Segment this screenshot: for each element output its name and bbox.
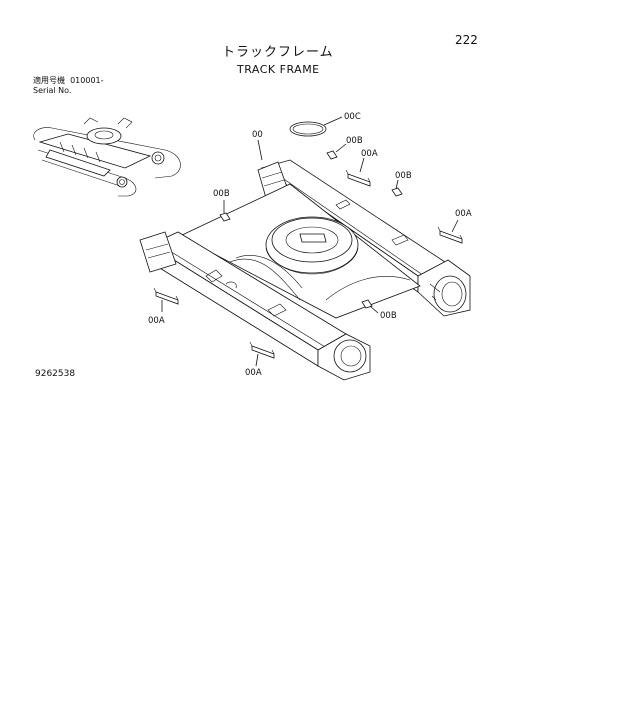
- drawing-number: 9262538: [35, 369, 76, 379]
- callout-plate-b-right: 00B: [395, 171, 412, 181]
- bracket-00a-right: [437, 226, 463, 244]
- callout-ring: 00C: [344, 112, 361, 122]
- serial-applicability: 適用号機 010001-: [33, 77, 104, 85]
- serial-label-jp: 適用号機: [33, 76, 65, 85]
- bracket-00a-bottom: [249, 341, 275, 359]
- callout-bracket-a-right: 00A: [455, 209, 472, 219]
- bracket-00a-top: [345, 169, 371, 187]
- track-frame: [139, 159, 471, 381]
- callout-bracket-a-left: 00A: [148, 316, 165, 326]
- title-japanese: トラックフレーム: [222, 45, 334, 60]
- callout-bracket-a-bottom: 00A: [245, 368, 262, 378]
- callout-plate-b-bottom: 00B: [380, 311, 397, 321]
- plate-00b-bottom: [361, 299, 373, 309]
- plate-00b-right: [391, 187, 403, 197]
- overview-thumbnail: [33, 117, 181, 197]
- leader-lines: [161, 116, 459, 367]
- serial-label-en: Serial No.: [33, 86, 72, 95]
- page-number: 222: [455, 33, 478, 47]
- callout-bracket-a-top: 00A: [361, 149, 378, 159]
- plate-00b-top: [326, 150, 338, 160]
- plate-00b-left: [219, 212, 231, 222]
- serial-value: 010001-: [70, 76, 104, 85]
- ring-00c: [289, 121, 327, 137]
- callout-frame: 00: [252, 130, 263, 140]
- callout-plate-b-left: 00B: [213, 189, 230, 199]
- bracket-00a-left: [153, 287, 179, 305]
- callout-plate-b-top: 00B: [346, 136, 363, 146]
- title-english: TRACK FRAME: [237, 63, 320, 76]
